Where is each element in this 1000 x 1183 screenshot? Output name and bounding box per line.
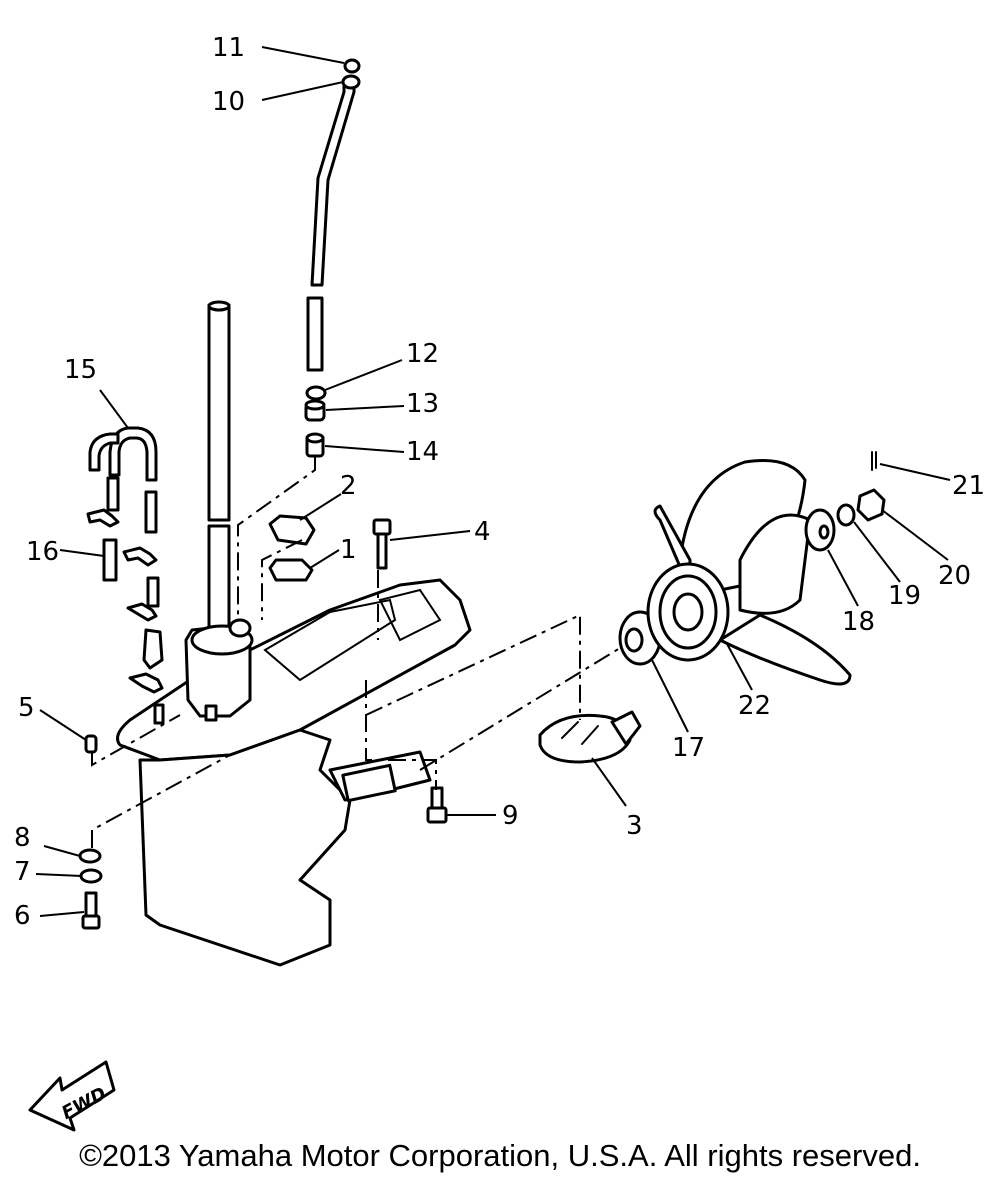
label-18: 18: [842, 607, 875, 637]
label-17: 17: [672, 733, 705, 763]
hose-clamps-16: [86, 508, 164, 694]
washer-7: [79, 868, 103, 884]
bolt-9: [426, 786, 448, 824]
label-4: 4: [474, 517, 491, 547]
assembly-lines: [91, 456, 621, 848]
washer-8: [78, 848, 102, 864]
label-10: 10: [212, 87, 245, 117]
label-9: 9: [502, 801, 519, 831]
washer-12: [305, 385, 327, 401]
bushing-13: [304, 399, 326, 422]
lower-unit-casing: [116, 578, 472, 967]
label-15: 15: [64, 355, 97, 385]
label-21: 21: [952, 471, 985, 501]
trim-tab-anode-3: [538, 710, 642, 764]
dowel-pin-5: [84, 734, 98, 754]
shift-rod: [306, 82, 356, 372]
label-7: 7: [14, 857, 31, 887]
label-2: 2: [340, 471, 357, 501]
label-8: 8: [14, 823, 31, 853]
fwd-arrow: FWD: [28, 1060, 116, 1132]
label-12: 12: [406, 339, 439, 369]
label-20: 20: [938, 561, 971, 591]
label-14: 14: [406, 437, 439, 467]
collar-14: [305, 432, 325, 458]
drive-shaft: [207, 300, 231, 638]
label-11: 11: [212, 33, 245, 63]
label-13: 13: [406, 389, 439, 419]
label-5: 5: [18, 693, 35, 723]
label-3: 3: [626, 811, 643, 841]
bolt-4: [372, 518, 392, 570]
washer-19: [836, 503, 856, 527]
label-1: 1: [340, 535, 357, 565]
label-22: 22: [738, 691, 771, 721]
bushing-10: [341, 74, 361, 90]
cotter-pin-21: [871, 451, 877, 471]
grommet-11: [343, 58, 361, 74]
water-hose-15: [88, 426, 158, 534]
leader-lines: [35, 46, 951, 917]
label-16: 16: [26, 537, 59, 567]
seal-1: [268, 558, 314, 582]
washer-18: [804, 508, 836, 552]
plate-2: [268, 514, 316, 546]
part-number-labels: 11 10 12 13 14 15 16 2 1 4 5 8 7 6 9 3 1…: [14, 33, 985, 931]
copyright-notice: ©2013 Yamaha Motor Corporation, U.S.A. A…: [79, 1138, 921, 1173]
label-19: 19: [888, 581, 921, 611]
label-6: 6: [14, 901, 31, 931]
propeller-22: [646, 458, 852, 686]
nut-20: [856, 488, 886, 522]
bolt-6: [81, 891, 101, 930]
